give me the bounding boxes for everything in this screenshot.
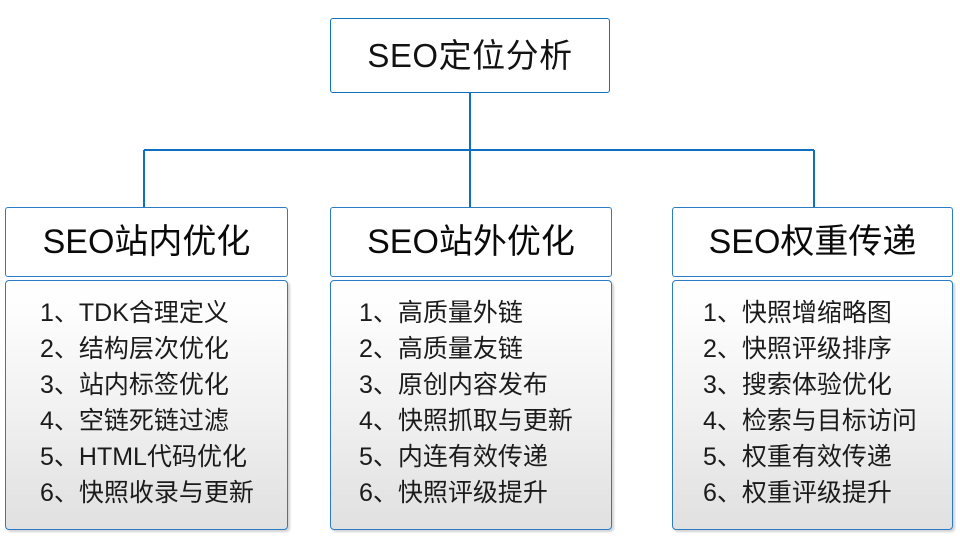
list-item: 1、高质量外链 bbox=[359, 299, 523, 327]
list-item: 4、空链死链过滤 bbox=[40, 407, 229, 435]
branch-header-1[interactable]: SEO站内优化 bbox=[5, 207, 288, 277]
branch-body-2: 1、高质量外链 2、高质量友链 3、原创内容发布 4、快照抓取与更新 5、内连有… bbox=[330, 280, 612, 530]
branch-column-2: SEO站外优化 1、高质量外链 2、高质量友链 3、原创内容发布 4、快照抓取与… bbox=[330, 207, 612, 530]
root-node-label: SEO定位分析 bbox=[367, 37, 573, 74]
list-item: 4、检索与目标访问 bbox=[703, 407, 917, 435]
root-node[interactable]: SEO定位分析 bbox=[330, 18, 610, 93]
list-item: 6、快照收录与更新 bbox=[40, 479, 254, 507]
branch-header-3[interactable]: SEO权重传递 bbox=[672, 207, 953, 277]
branch-header-2[interactable]: SEO站外优化 bbox=[330, 207, 612, 277]
list-item: 1、TDK合理定义 bbox=[40, 299, 229, 327]
list-item: 5、权重有效传递 bbox=[703, 443, 892, 471]
branch-header-label-3: SEO权重传递 bbox=[708, 223, 917, 261]
branch-header-label-1: SEO站内优化 bbox=[42, 223, 251, 261]
list-item: 3、原创内容发布 bbox=[359, 371, 548, 399]
branch-item-list-2: 1、高质量外链 2、高质量友链 3、原创内容发布 4、快照抓取与更新 5、内连有… bbox=[331, 295, 611, 511]
branch-body-1: 1、TDK合理定义 2、结构层次优化 3、站内标签优化 4、空链死链过滤 5、H… bbox=[5, 280, 288, 530]
list-item: 2、结构层次优化 bbox=[40, 335, 229, 363]
list-item: 2、高质量友链 bbox=[359, 335, 523, 363]
branch-item-list-3: 1、快照增缩略图 2、快照评级排序 3、搜索体验优化 4、检索与目标访问 5、权… bbox=[673, 295, 952, 511]
branch-item-list-1: 1、TDK合理定义 2、结构层次优化 3、站内标签优化 4、空链死链过滤 5、H… bbox=[6, 295, 287, 511]
branch-column-3: SEO权重传递 1、快照增缩略图 2、快照评级排序 3、搜索体验优化 4、检索与… bbox=[672, 207, 953, 530]
list-item: 3、站内标签优化 bbox=[40, 371, 229, 399]
list-item: 6、快照评级提升 bbox=[359, 479, 548, 507]
branch-body-3: 1、快照增缩略图 2、快照评级排序 3、搜索体验优化 4、检索与目标访问 5、权… bbox=[672, 280, 953, 530]
list-item: 6、权重评级提升 bbox=[703, 479, 892, 507]
list-item: 3、搜索体验优化 bbox=[703, 371, 892, 399]
list-item: 4、快照抓取与更新 bbox=[359, 407, 573, 435]
branch-column-1: SEO站内优化 1、TDK合理定义 2、结构层次优化 3、站内标签优化 4、空链… bbox=[5, 207, 288, 530]
list-item: 5、HTML代码优化 bbox=[40, 443, 247, 471]
list-item: 2、快照评级排序 bbox=[703, 335, 892, 363]
list-item: 1、快照增缩略图 bbox=[703, 299, 892, 327]
list-item: 5、内连有效传递 bbox=[359, 443, 548, 471]
branch-header-label-2: SEO站外优化 bbox=[367, 223, 575, 261]
